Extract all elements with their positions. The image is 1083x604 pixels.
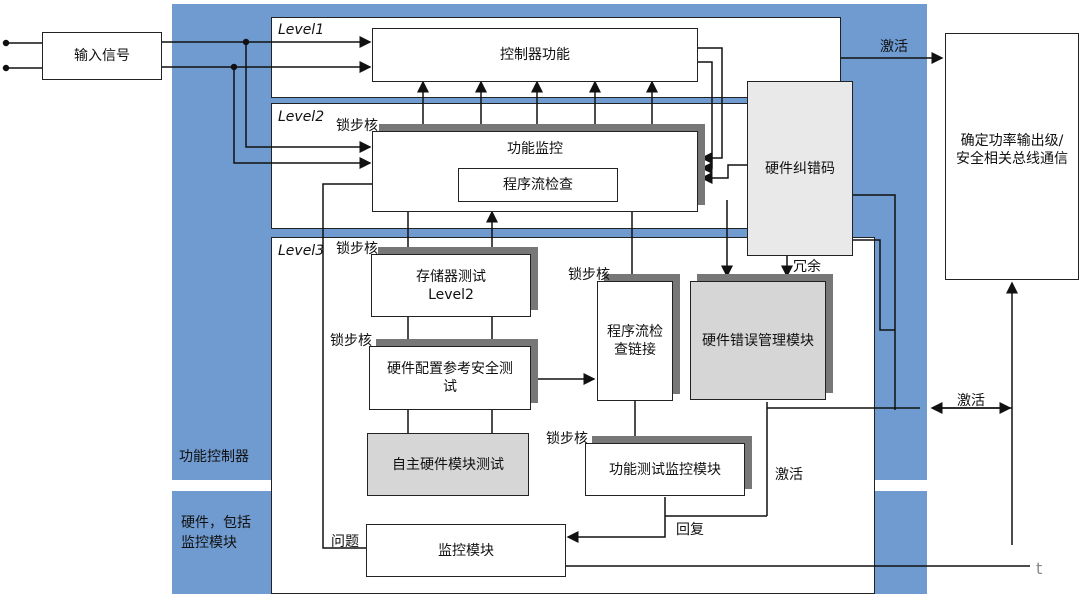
level1-label: Level1 <box>278 22 325 38</box>
memory-test-box: 存储器测试 Level2 <box>371 254 531 317</box>
lockstep-label-5: 锁步核 <box>546 431 588 447</box>
level3-label: Level3 <box>278 243 325 259</box>
power-output-text: 确定功率输出级/ 安全相关总线通信 <box>956 133 1068 167</box>
func-test-monitor-box: 功能测试监控模块 <box>585 443 745 496</box>
lockstep-label-3: 锁步核 <box>568 267 610 283</box>
level2-label: Level2 <box>278 109 325 125</box>
lockstep-label-1: 锁步核 <box>336 118 378 134</box>
hardware-region-label: 硬件，包括 监控模块 <box>181 515 251 551</box>
function-controller-label: 功能控制器 <box>179 449 249 465</box>
lockstep-label-2: 锁步核 <box>336 241 378 257</box>
activate-right-label: 激活 <box>957 393 985 409</box>
power-output-panel <box>945 33 1079 280</box>
activate-mid-label: 激活 <box>775 467 803 483</box>
controller-function-box: 控制器功能 <box>372 28 698 82</box>
activate-top-label: 激活 <box>880 39 908 55</box>
lockstep-label-4: 锁步核 <box>330 333 372 349</box>
autonomous-hw-test-box: 自主硬件模块测试 <box>367 433 529 496</box>
input-signal-box: 输入信号 <box>42 32 162 80</box>
program-flow-check-box: 程序流检查 <box>458 168 618 202</box>
problem-label: 问题 <box>331 534 359 550</box>
monitor-module-box: 监控模块 <box>366 524 566 577</box>
program-flow-link-box: 程序流检 查链接 <box>597 281 673 401</box>
hw-error-mgmt-box: 硬件错误管理模块 <box>690 281 826 400</box>
redundant-label: 冗余 <box>793 259 821 275</box>
hw-ecc-box: 硬件纠错码 <box>747 81 853 256</box>
reply-label: 回复 <box>676 522 704 538</box>
svg-text:t: t <box>1036 559 1042 578</box>
hw-config-test-box: 硬件配置参考安全测 试 <box>369 346 531 410</box>
